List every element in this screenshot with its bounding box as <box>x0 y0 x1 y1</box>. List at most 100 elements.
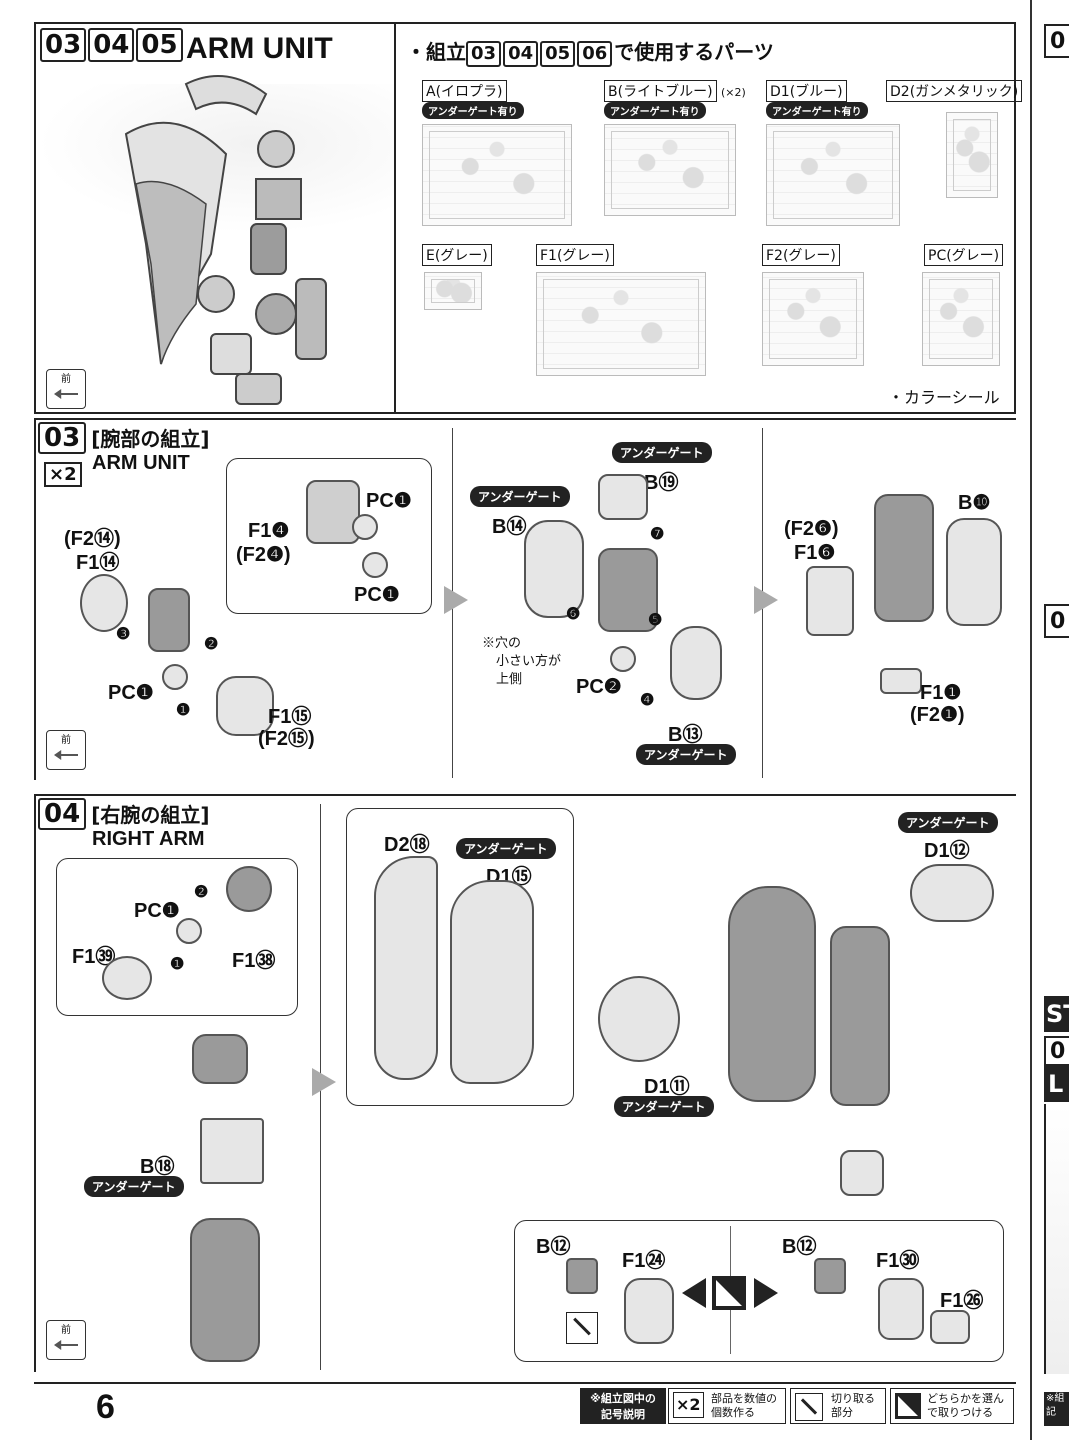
under-gate-badge-b18: アンダーゲート <box>84 1176 184 1197</box>
next-page-fragment-1: 0 <box>1044 24 1069 58</box>
heading-step-06: 06 <box>577 41 613 67</box>
outer-armor-part <box>946 518 1002 626</box>
label-f1-6: F1❻ <box>794 542 836 564</box>
label-f1-38: F1㊳ <box>232 950 276 972</box>
runner-pc-name: PC(グレー) <box>924 244 1004 266</box>
heading-suffix: で使用するパーツ <box>614 40 774 64</box>
ball-joint-part <box>226 866 272 912</box>
heading-step-05: 05 <box>540 41 576 67</box>
label-f1-30: F1㉚ <box>876 1250 920 1272</box>
runner-d2-label: D2(ガンメタリック) <box>886 80 1023 102</box>
step-marker-1: ❶ <box>176 702 191 719</box>
next-page-fragment-2: 0 <box>1044 604 1069 638</box>
shoulder-disc-part <box>102 956 152 1000</box>
outer-armor-panel-part <box>450 880 534 1084</box>
shoulder-cover-part <box>80 574 128 632</box>
poly-cap-part-3 <box>162 664 188 690</box>
arm-assembly-part <box>874 494 934 622</box>
label-b14: B⑭ <box>492 516 527 538</box>
elbow-armor-part <box>910 864 994 922</box>
legend-cut-stroke <box>800 1398 818 1415</box>
runner-d1-label: D1(ブルー) アンダーゲート有り <box>766 80 868 119</box>
heading-prefix: ・組立 <box>406 40 466 64</box>
step04-number: 04 <box>38 798 87 830</box>
step-number-04: 04 <box>88 28 135 62</box>
step04-callout-box <box>56 858 298 1016</box>
shoulder-joint-part <box>306 480 360 544</box>
choose-right-arrow <box>754 1278 778 1308</box>
next-page-fragment-6: ※組 記 <box>1044 1392 1069 1426</box>
step03-title-en: ARM UNIT <box>92 452 190 474</box>
label-pc2: PC❷ <box>576 676 622 698</box>
legend-choose-mark <box>898 1396 918 1416</box>
runner-f2-label: F2(グレー) <box>762 244 840 266</box>
runner-a <box>422 124 572 226</box>
runner-e-label: E(グレー) <box>422 244 492 266</box>
legend-title-line2: 記号説明 <box>601 1408 645 1421</box>
label-b13: B⑬ <box>668 724 703 746</box>
step03-heading: 03 [腕部の組立] <box>38 422 210 454</box>
runner-d2-name: D2(ガンメタリック) <box>886 80 1023 102</box>
step03-title-jp: [腕部の組立] <box>91 427 210 451</box>
step03-top-rule <box>34 418 1016 420</box>
label-f1-15: F1⑮ <box>268 706 312 728</box>
legend-x2-text: 部品を数値の 個数作る <box>711 1392 777 1420</box>
runner-a-label: A(イロプラ) アンダーゲート有り <box>422 80 524 119</box>
next-page-fragment-3: 0 <box>1044 1036 1069 1066</box>
hand-plate-part <box>930 1310 970 1344</box>
label-f2-4: (F2❹) <box>236 544 291 566</box>
runner-e <box>424 272 482 310</box>
legend-title: ※組立図中の 記号説明 <box>580 1388 666 1424</box>
flow-arrow-1 <box>444 586 468 614</box>
heading-step-03: 03 <box>466 41 502 67</box>
upper-arm-top-cap-part <box>598 474 648 520</box>
step03-number: 03 <box>38 422 87 454</box>
step04-left-rule <box>34 794 36 1372</box>
step03-multiplier: ×2 <box>44 462 82 487</box>
step04-title-jp: [右腕の組立] <box>91 803 210 827</box>
footer-rule <box>34 1382 1016 1384</box>
legend-x2-symbol: ×2 <box>673 1392 704 1418</box>
legend-choose: どちらかを選ん で取りつける <box>890 1388 1014 1424</box>
poly-cap-part-2 <box>362 552 388 578</box>
front-direction-icon: 前 <box>46 369 86 409</box>
runner-d1 <box>766 124 900 226</box>
hole-note-line3: 上側 <box>496 671 523 686</box>
label-f1-26: F1㉖ <box>940 1290 984 1312</box>
runner-d2 <box>946 112 998 198</box>
runner-e-name: E(グレー) <box>422 244 492 266</box>
label-b18: B⑱ <box>140 1156 175 1178</box>
hand-options-box <box>514 1220 1004 1362</box>
runner-b-qty: (×2) <box>720 86 746 99</box>
label-pc1-step04: PC❶ <box>134 900 180 922</box>
under-gate-badge-b13: アンダーゲート <box>636 744 736 765</box>
inner-armor-panel-part <box>374 856 438 1080</box>
legend-cut-line1: 切り取る <box>831 1392 875 1405</box>
flow-arrow-2 <box>754 586 778 614</box>
poly-cap-part <box>352 514 378 540</box>
flow-arrow-3 <box>312 1068 336 1096</box>
shoulder-block-part <box>200 1118 264 1184</box>
hand-connector-right <box>814 1258 846 1294</box>
label-f2-1: (F2❶) <box>910 704 965 726</box>
legend-choose-line2: で取りつける <box>927 1406 994 1419</box>
under-gate-badge-d1-12: アンダーゲート <box>898 812 998 833</box>
step-marker-7: ❼ <box>650 526 665 543</box>
choose-left-arrow <box>682 1278 706 1308</box>
choose-center-mark <box>716 1280 742 1306</box>
choose-one-icon <box>682 1270 778 1316</box>
legend-choose-line1: どちらかを選ん <box>927 1392 1004 1405</box>
legend-cut: 切り取る 部分 <box>790 1388 886 1424</box>
front-label-step03: 前 <box>61 735 71 746</box>
label-b12-right: B⑫ <box>782 1236 817 1258</box>
runner-pc <box>922 272 1000 366</box>
page-gutter <box>1030 0 1032 1440</box>
legend-cut-icon <box>795 1393 823 1421</box>
step-marker-2-step04: ❷ <box>194 884 209 901</box>
label-d1-11: D1⑪ <box>644 1076 690 1098</box>
under-gate-badge-d1-11: アンダーゲート <box>614 1096 714 1117</box>
label-f1-1: F1❶ <box>920 682 962 704</box>
heading-step-04: 04 <box>503 41 539 67</box>
